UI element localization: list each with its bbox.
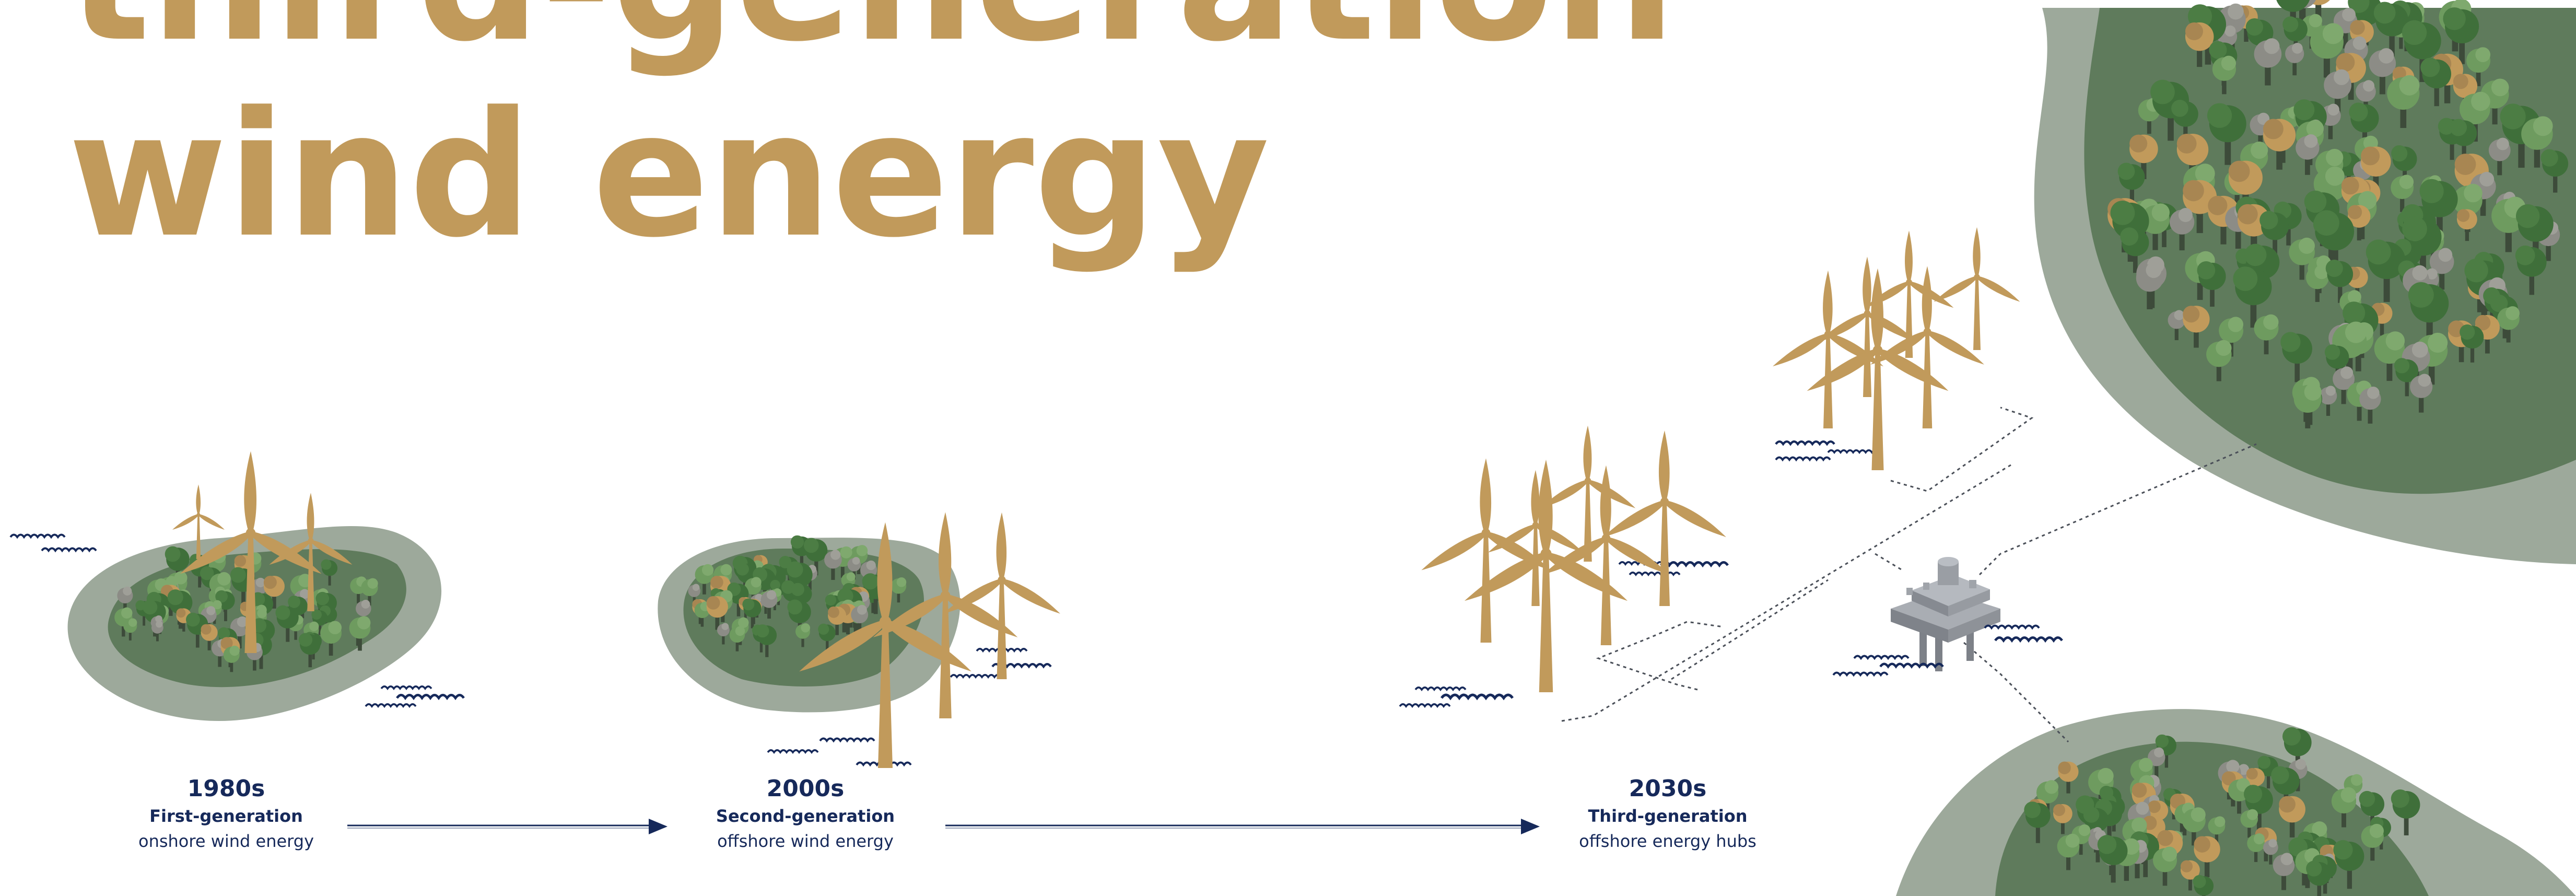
headline-line-1: third-generation (68, 0, 1676, 65)
wind-turbine-icon (1932, 227, 2022, 350)
forest-island-bottom-right (1896, 709, 2576, 896)
subsea-cable-network (1561, 406, 2257, 743)
wind-turbine-icon (1538, 425, 1638, 562)
wind-turbines (171, 227, 2022, 768)
headline-line-2: wind energy (68, 75, 1270, 275)
era-decade: 1980s (187, 775, 265, 802)
energy-hub-platform-icon (1891, 557, 2000, 671)
era-description: offshore wind energy (717, 831, 894, 851)
wind-turbine-icon (1540, 465, 1672, 645)
wind-turbine-icon (1868, 266, 1987, 428)
era-label-2030s: 2030s Third-generation offshore energy h… (1532, 774, 1804, 854)
era-decade: 2030s (1629, 775, 1707, 802)
arrow-right-icon (649, 819, 668, 834)
forest-island-second-generation (658, 535, 961, 713)
timeline-arrows (347, 819, 1540, 834)
era-generation: Third-generation (1588, 806, 1748, 826)
era-description: offshore energy hubs (1579, 831, 1757, 851)
era-generation: First-generation (149, 806, 303, 826)
forest-island-top-right (2034, 0, 2576, 564)
era-label-1980s: 1980s First-generation onshore wind ener… (90, 774, 362, 854)
wind-turbine-icon (1600, 430, 1729, 606)
era-decade: 2000s (766, 775, 845, 802)
era-label-2000s: 2000s Second-generation offshore wind en… (670, 774, 941, 854)
arrow-right-icon (1521, 819, 1540, 834)
era-generation: Second-generation (716, 806, 895, 826)
era-description: onshore wind energy (138, 831, 314, 851)
